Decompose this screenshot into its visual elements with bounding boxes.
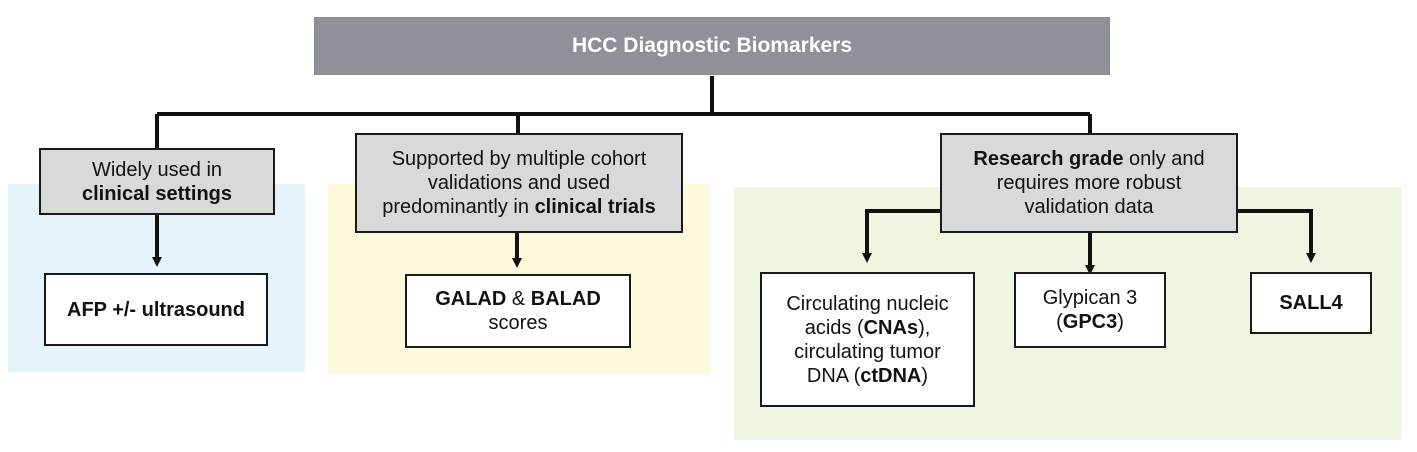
diagram-title-text: HCC Diagnostic Biomarkers (571, 34, 853, 57)
research-line1-rest: only and (1123, 148, 1205, 170)
gpc3-line1: Glypican 3 (1042, 287, 1138, 309)
cna-line1: Circulating nucleic (786, 292, 949, 315)
galad-line2: scores (488, 312, 548, 334)
diagram-title: HCC Diagnostic Biomarkers (314, 17, 1110, 75)
research-line3: validation data (1024, 196, 1154, 218)
research-line1-bold: Research grade (973, 148, 1124, 170)
trials-line2: validations and used (427, 172, 611, 194)
gpc3-line2-suffix: ) (1117, 311, 1124, 333)
cna-ctdna-box: Circulating nucleic acids (CNAs), circul… (760, 272, 975, 407)
galad-amp: & (506, 288, 531, 310)
trials-line3-prefix: predominantly in (382, 196, 535, 218)
balad-bold: BALAD (530, 288, 601, 310)
trials-category-box: Supported by multiple cohort validations… (355, 133, 683, 233)
research-line1: Research grade only and (973, 147, 1204, 171)
gpc3-box: Glypican 3 (GPC3) (1014, 272, 1166, 348)
galad-bold: GALAD (435, 288, 507, 310)
cna-line4-suffix: ) (921, 364, 929, 387)
cna-line4: DNA (ctDNA) (786, 364, 948, 388)
sall4-box: SALL4 (1250, 272, 1372, 334)
gpc3-line2: (GPC3) (1043, 310, 1138, 334)
trials-line1: Supported by multiple cohort (391, 148, 647, 170)
cna-line4-prefix: DNA ( (806, 364, 861, 387)
trials-line3-bold: clinical trials (534, 196, 656, 218)
cna-line4-bold: ctDNA (860, 364, 922, 387)
gpc3-line2-bold: GPC3 (1062, 311, 1118, 333)
cna-line2-prefix: acids ( (804, 316, 864, 339)
clinical-line2: clinical settings (81, 182, 233, 205)
afp-label: AFP +/- ultrasound (67, 298, 245, 321)
gpc3-line2-prefix: ( (1056, 311, 1063, 333)
research-line2: requires more robust (996, 172, 1182, 194)
clinical-line1: Widely used in (91, 158, 223, 181)
clinical-category-box: Widely used in clinical settings (39, 148, 275, 215)
galad-line1: GALAD & BALAD (435, 287, 601, 311)
cna-line3: circulating tumor (794, 340, 941, 363)
cna-line2-bold: CNAs (863, 316, 919, 339)
cna-line2-suffix: ), (918, 316, 931, 339)
research-category-box: Research grade only and requires more ro… (940, 133, 1238, 233)
cna-line2: acids (CNAs), (786, 316, 948, 340)
trials-line3: predominantly in clinical trials (382, 195, 655, 219)
sall4-label: SALL4 (1279, 292, 1343, 314)
afp-box: AFP +/- ultrasound (44, 273, 268, 346)
galad-balad-box: GALAD & BALAD scores (405, 274, 631, 348)
